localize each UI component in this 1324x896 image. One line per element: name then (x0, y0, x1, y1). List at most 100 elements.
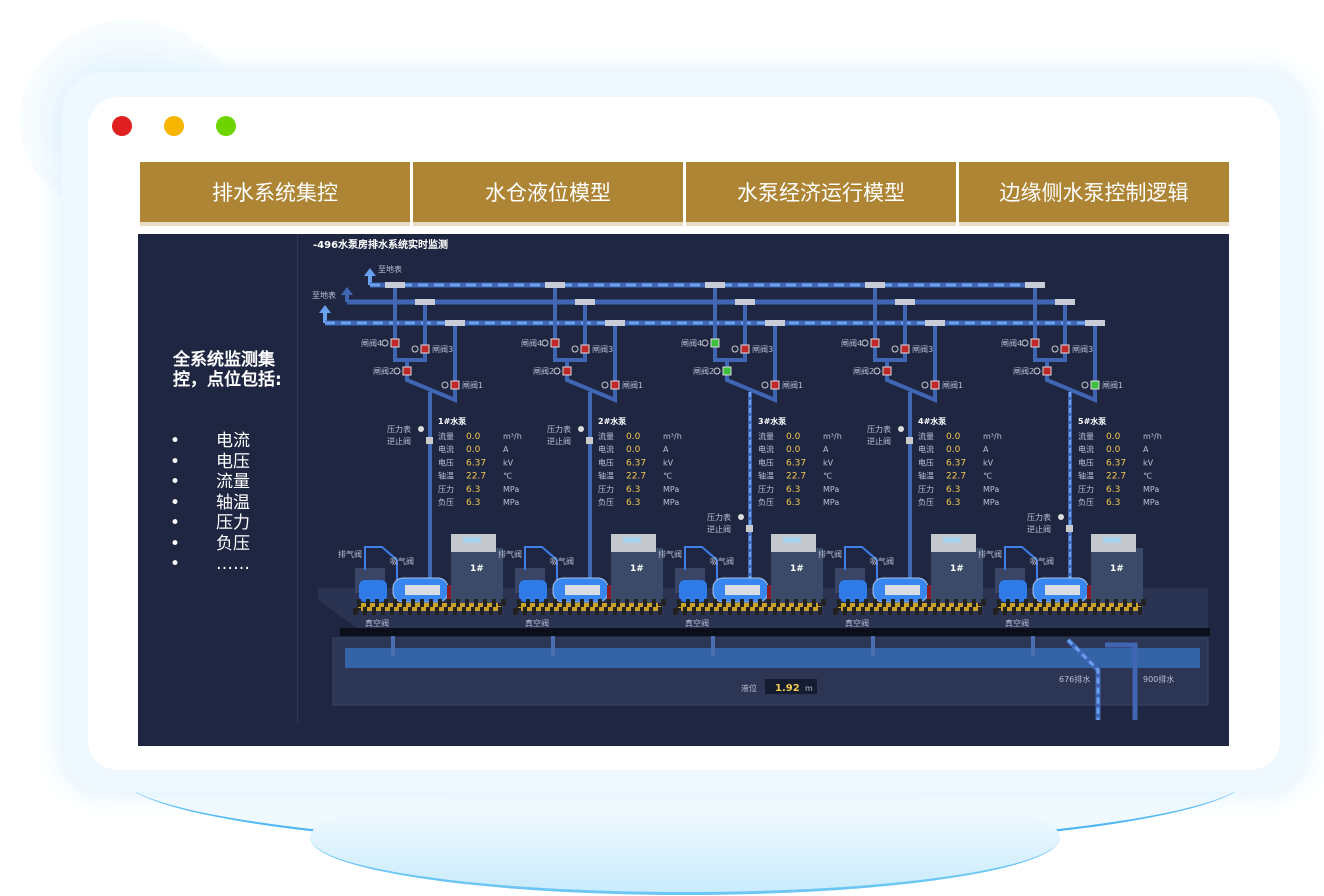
motor-control-cabinet[interactable] (451, 548, 503, 608)
valve-handle-icon (1033, 367, 1041, 375)
param-label: 电流 (918, 444, 934, 454)
motor-control-cabinet[interactable] (931, 548, 983, 608)
check-valve-icon (586, 437, 593, 444)
gate-valve-2[interactable] (402, 366, 412, 376)
valve-label: 闸阀2 (533, 367, 554, 376)
param-label: 负压 (758, 497, 774, 507)
vacuum-valve-label: 真空阀 (1005, 618, 1029, 628)
param-label: 压力 (438, 484, 454, 494)
check-valve-label: 逆止阀 (707, 524, 731, 534)
pipe-tee (445, 320, 465, 326)
pipe-tee (865, 282, 885, 288)
gate-valve-2[interactable] (882, 366, 892, 376)
tab-pump-economic-model[interactable]: 水泵经济运行模型 (686, 162, 956, 226)
param-unit: m³/h (1143, 432, 1162, 441)
param-value: 0.0 (466, 445, 481, 455)
gate-valve-3[interactable] (420, 344, 430, 354)
param-value: 6.3 (946, 485, 960, 495)
valve-label: 闸阀2 (373, 367, 394, 376)
gate-valve-3[interactable] (900, 344, 910, 354)
tab-sump-level-model[interactable]: 水仓液位模型 (413, 162, 683, 226)
param-label: 轴温 (598, 471, 614, 481)
param-label: 流量 (758, 431, 774, 441)
gate-valve-1[interactable] (450, 380, 460, 390)
diagram-title: -496水泵房排水系统实时监测 (313, 238, 448, 251)
param-value: 0.0 (946, 432, 961, 442)
valve-label: 闸阀4 (361, 339, 382, 348)
hazard-stripe-dark (673, 599, 826, 615)
exhaust-pipe (1004, 546, 1038, 585)
gate-valve-3[interactable] (580, 344, 590, 354)
hazard-stripe-dark (993, 599, 1146, 615)
tab-drainage-control[interactable]: 排水系统集控 (140, 162, 410, 226)
gate-valve-1[interactable] (930, 380, 940, 390)
valve-handle-icon (701, 339, 709, 347)
gate-valve-2[interactable] (1042, 366, 1052, 376)
param-unit: A (983, 445, 989, 454)
param-label: 轴温 (438, 471, 454, 481)
gate-valve-1[interactable] (610, 380, 620, 390)
motor-control-cabinet[interactable] (771, 548, 823, 608)
gate-valve-1[interactable] (1090, 380, 1100, 390)
gate-valve-4[interactable] (710, 338, 720, 348)
param-value: 6.3 (946, 498, 960, 508)
exhaust-valve-label: 排气阀 (978, 549, 1002, 559)
gate-valve-3[interactable] (1060, 344, 1070, 354)
exhaust-valve-label: 排气阀 (338, 549, 362, 559)
param-value: 6.37 (786, 458, 806, 468)
minimize-dot[interactable] (164, 116, 184, 136)
cabinet-label: 1# (630, 564, 644, 574)
pump-casing (885, 585, 920, 595)
hazard-stripe-dark (353, 599, 506, 615)
param-label: 压力 (918, 484, 934, 494)
exhaust-valve-label: 排气阀 (498, 549, 522, 559)
bullet: • (170, 492, 181, 513)
vacuum-valve-label: 真空阀 (525, 618, 549, 628)
param-label: 压力 (598, 484, 614, 494)
param-value: 6.3 (1106, 498, 1120, 508)
param-label: 负压 (598, 497, 614, 507)
gate-valve-1[interactable] (770, 380, 780, 390)
pipe-tee (765, 320, 785, 326)
pipe-tee (705, 282, 725, 288)
pipe-tee (1085, 320, 1105, 326)
gate-valve-4[interactable] (390, 338, 400, 348)
tab-bar: 排水系统集控 水仓液位模型 水泵经济运行模型 边缘侧水泵控制逻辑 (140, 162, 1229, 226)
bullet: • (170, 431, 181, 451)
pump-casing (565, 585, 600, 595)
pressure-gauge-label: 压力表 (547, 424, 571, 434)
point-item: •负压 (170, 534, 250, 555)
param-value: 22.7 (466, 472, 486, 482)
check-valve-label: 逆止阀 (387, 436, 411, 446)
param-label: 电流 (758, 444, 774, 454)
intake-valve-label: 吸气阀 (870, 556, 894, 566)
param-unit: MPa (823, 498, 839, 507)
gate-valve-2[interactable] (722, 366, 732, 376)
param-unit: A (503, 445, 509, 454)
param-value: 22.7 (786, 472, 806, 482)
gate-valve-4[interactable] (1030, 338, 1040, 348)
param-label: 压力 (1078, 484, 1094, 494)
control-display (943, 537, 961, 543)
exhaust-pipe (524, 546, 558, 585)
pressure-gauge-icon (1058, 514, 1064, 520)
gate-valve-4[interactable] (550, 338, 560, 348)
valve-handle-icon (411, 345, 419, 353)
param-unit: kV (1143, 458, 1154, 467)
close-dot[interactable] (112, 116, 132, 136)
gate-valve-2[interactable] (562, 366, 572, 376)
gate-valve-3[interactable] (740, 344, 750, 354)
intake-valve-label: 吸气阀 (390, 556, 414, 566)
valve-label: 闸阀1 (462, 381, 483, 390)
valve-handle-icon (601, 381, 609, 389)
param-label: 电压 (758, 457, 774, 467)
gate-valve-4[interactable] (870, 338, 880, 348)
motor-control-cabinet[interactable] (611, 548, 663, 608)
point-item: •…… (170, 554, 250, 575)
maximize-dot[interactable] (216, 116, 236, 136)
drain-label: 676排水 (1059, 674, 1090, 684)
motor-control-cabinet[interactable] (1091, 548, 1143, 608)
param-value: 6.37 (946, 458, 966, 468)
tab-edge-control-logic[interactable]: 边缘侧水泵控制逻辑 (959, 162, 1229, 226)
valve-label: 闸阀1 (622, 381, 643, 390)
